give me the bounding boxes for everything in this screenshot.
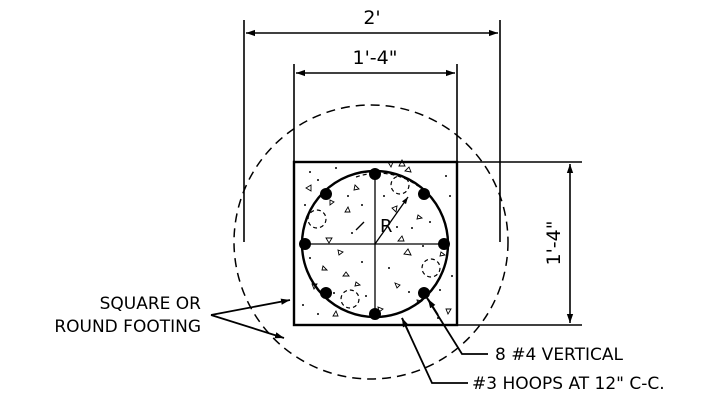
rebar-bottom [369, 308, 381, 320]
depth-dim-label: 1'-4" [543, 221, 565, 266]
radius-tick [355, 221, 365, 231]
footing-dim-label: 2' [363, 7, 380, 29]
footing-leader-to-square [210, 298, 291, 316]
bars-callout: 8 #4 VERTICAL [495, 345, 624, 365]
footing-outline [233, 104, 509, 380]
rebar-top-left [320, 188, 332, 200]
hoops-leader-arrow [401, 317, 410, 334]
column-outline [292, 160, 459, 327]
bars-leader-arrow [427, 298, 439, 316]
rebar-top [369, 168, 381, 180]
footing-callout-line1: SQUARE OR [100, 294, 202, 314]
footing-callout-line2: ROUND FOOTING [54, 317, 201, 337]
concrete-aggregate [302, 158, 453, 319]
rebar-left [299, 238, 311, 250]
column-dim-label: 1'-4" [353, 47, 398, 69]
hoops-leader [401, 317, 468, 384]
footing-leader-to-circle [210, 314, 285, 339]
ghost-bars [307, 172, 441, 309]
bars-leader [426, 297, 488, 355]
rebar-top-right [418, 188, 430, 200]
rebar-bottom-right [418, 287, 430, 299]
rebar-right [438, 238, 450, 250]
vertical-bars [299, 168, 450, 320]
radius-label: R [380, 216, 393, 237]
radius-arrow [374, 196, 409, 245]
hoops-callout: #3 HOOPS AT 12" C-C. [472, 374, 665, 394]
rebar-bottom-left [320, 287, 332, 299]
